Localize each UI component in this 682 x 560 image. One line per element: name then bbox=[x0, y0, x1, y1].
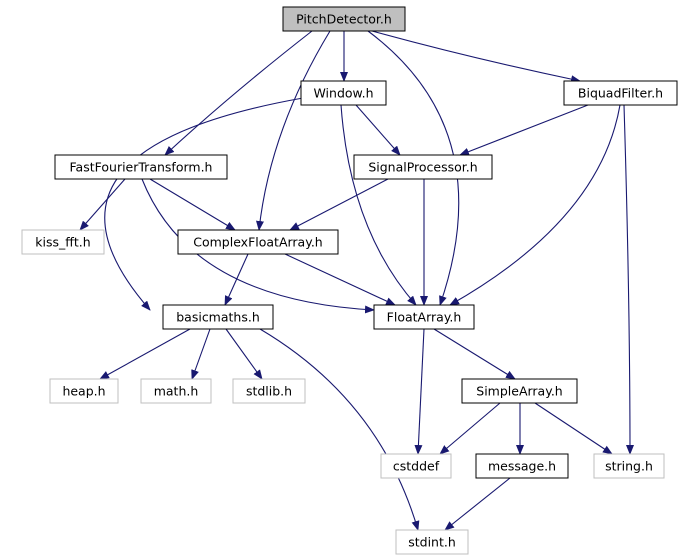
node-math: math.h bbox=[140, 378, 212, 404]
node-box-kissfft bbox=[21, 229, 105, 255]
edge-basicmaths-to-math bbox=[191, 328, 211, 380]
node-label-stdint: stdint.h bbox=[408, 535, 456, 550]
node-label-math: math.h bbox=[154, 384, 199, 399]
edge-biquadfilter-to-string bbox=[623, 104, 634, 455]
edge-simplearray-to-cstddef bbox=[439, 402, 501, 455]
node-box-stdint bbox=[395, 529, 469, 555]
edge-fft-to-kissfft bbox=[79, 178, 126, 231]
edge-biquadfilter-to-signalprocessor bbox=[459, 104, 589, 156]
edge-basicmaths-to-stdlib bbox=[225, 328, 263, 380]
node-label-heap: heap.h bbox=[62, 384, 105, 399]
node-box-cstddef bbox=[380, 453, 452, 479]
edge-complexfloatarray-to-basicmaths bbox=[224, 253, 249, 306]
edge-window-to-basicmaths bbox=[104, 97, 304, 311]
node-biquadfilter[interactable]: BiquadFilter.h bbox=[563, 80, 678, 106]
edge-biquadfilter-to-floatarray bbox=[449, 104, 621, 306]
edge-basicmaths-to-heap bbox=[99, 328, 191, 380]
node-label-kissfft: kiss_fft.h bbox=[35, 235, 90, 250]
node-fft[interactable]: FastFourierTransform.h bbox=[54, 154, 228, 180]
node-label-pitchdetector: PitchDetector.h bbox=[296, 12, 392, 27]
node-kissfft: kiss_fft.h bbox=[21, 229, 105, 255]
node-label-signalprocessor: SignalProcessor.h bbox=[368, 160, 477, 175]
node-basicmaths[interactable]: basicmaths.h bbox=[162, 304, 274, 330]
node-signalprocessor[interactable]: SignalProcessor.h bbox=[353, 154, 493, 180]
node-box-heap bbox=[49, 378, 119, 404]
edge-fft-to-floatarray bbox=[141, 178, 375, 314]
node-label-biquadfilter: BiquadFilter.h bbox=[578, 86, 663, 101]
edge-message-to-stdint bbox=[444, 477, 511, 531]
edge-basicmaths-to-stdint bbox=[259, 328, 420, 531]
edge-fft-to-complexfloatarray bbox=[149, 178, 236, 231]
node-label-cstddef: cstddef bbox=[393, 459, 440, 474]
node-label-message: message.h bbox=[488, 459, 556, 474]
edge-window-to-floatarray bbox=[340, 104, 417, 306]
node-window[interactable]: Window.h bbox=[300, 80, 387, 106]
node-box-basicmaths bbox=[162, 304, 274, 330]
node-box-simplearray bbox=[461, 378, 578, 404]
node-box-math bbox=[140, 378, 212, 404]
edges-layer bbox=[79, 30, 634, 531]
node-message[interactable]: message.h bbox=[475, 453, 569, 479]
node-label-string: string.h bbox=[605, 459, 653, 474]
edge-floatarray-to-simplearray bbox=[433, 328, 516, 380]
node-box-signalprocessor bbox=[353, 154, 493, 180]
node-box-biquadfilter bbox=[563, 80, 678, 106]
node-box-pitchdetector bbox=[282, 6, 406, 32]
edge-complexfloatarray-to-floatarray bbox=[284, 253, 396, 306]
edge-window-to-signalprocessor bbox=[355, 104, 401, 156]
node-complexfloatarray[interactable]: ComplexFloatArray.h bbox=[177, 229, 339, 255]
node-label-window: Window.h bbox=[313, 86, 373, 101]
node-box-window bbox=[300, 80, 387, 106]
node-stdlib: stdlib.h bbox=[232, 378, 306, 404]
edge-floatarray-to-cstddef bbox=[414, 328, 425, 455]
node-stdint: stdint.h bbox=[395, 529, 469, 555]
edge-pitchdetector-to-complexfloatarray bbox=[256, 30, 331, 231]
node-label-stdlib: stdlib.h bbox=[246, 384, 292, 399]
node-box-stdlib bbox=[232, 378, 306, 404]
node-string: string.h bbox=[593, 453, 665, 479]
node-box-string bbox=[593, 453, 665, 479]
edge-pitchdetector-to-floatarray bbox=[367, 30, 460, 306]
node-box-fft bbox=[54, 154, 228, 180]
node-label-complexfloatarray: ComplexFloatArray.h bbox=[193, 235, 322, 250]
edge-pitchdetector-to-fft bbox=[164, 30, 313, 156]
node-cstddef: cstddef bbox=[380, 453, 452, 479]
node-simplearray[interactable]: SimpleArray.h bbox=[461, 378, 578, 404]
node-label-simplearray: SimpleArray.h bbox=[476, 384, 562, 399]
edge-simplearray-to-string bbox=[534, 402, 613, 455]
node-box-message bbox=[475, 453, 569, 479]
node-label-basicmaths: basicmaths.h bbox=[176, 310, 260, 325]
edge-pitchdetector-to-biquadfilter bbox=[371, 30, 581, 84]
node-pitchdetector[interactable]: PitchDetector.h bbox=[282, 6, 406, 32]
node-box-floatarray bbox=[373, 304, 475, 330]
node-box-complexfloatarray bbox=[177, 229, 339, 255]
node-floatarray[interactable]: FloatArray.h bbox=[373, 304, 475, 330]
node-label-fft: FastFourierTransform.h bbox=[70, 160, 213, 175]
edge-signalprocessor-to-complexfloatarray bbox=[289, 178, 389, 231]
node-heap: heap.h bbox=[49, 378, 119, 404]
node-label-floatarray: FloatArray.h bbox=[387, 310, 462, 325]
